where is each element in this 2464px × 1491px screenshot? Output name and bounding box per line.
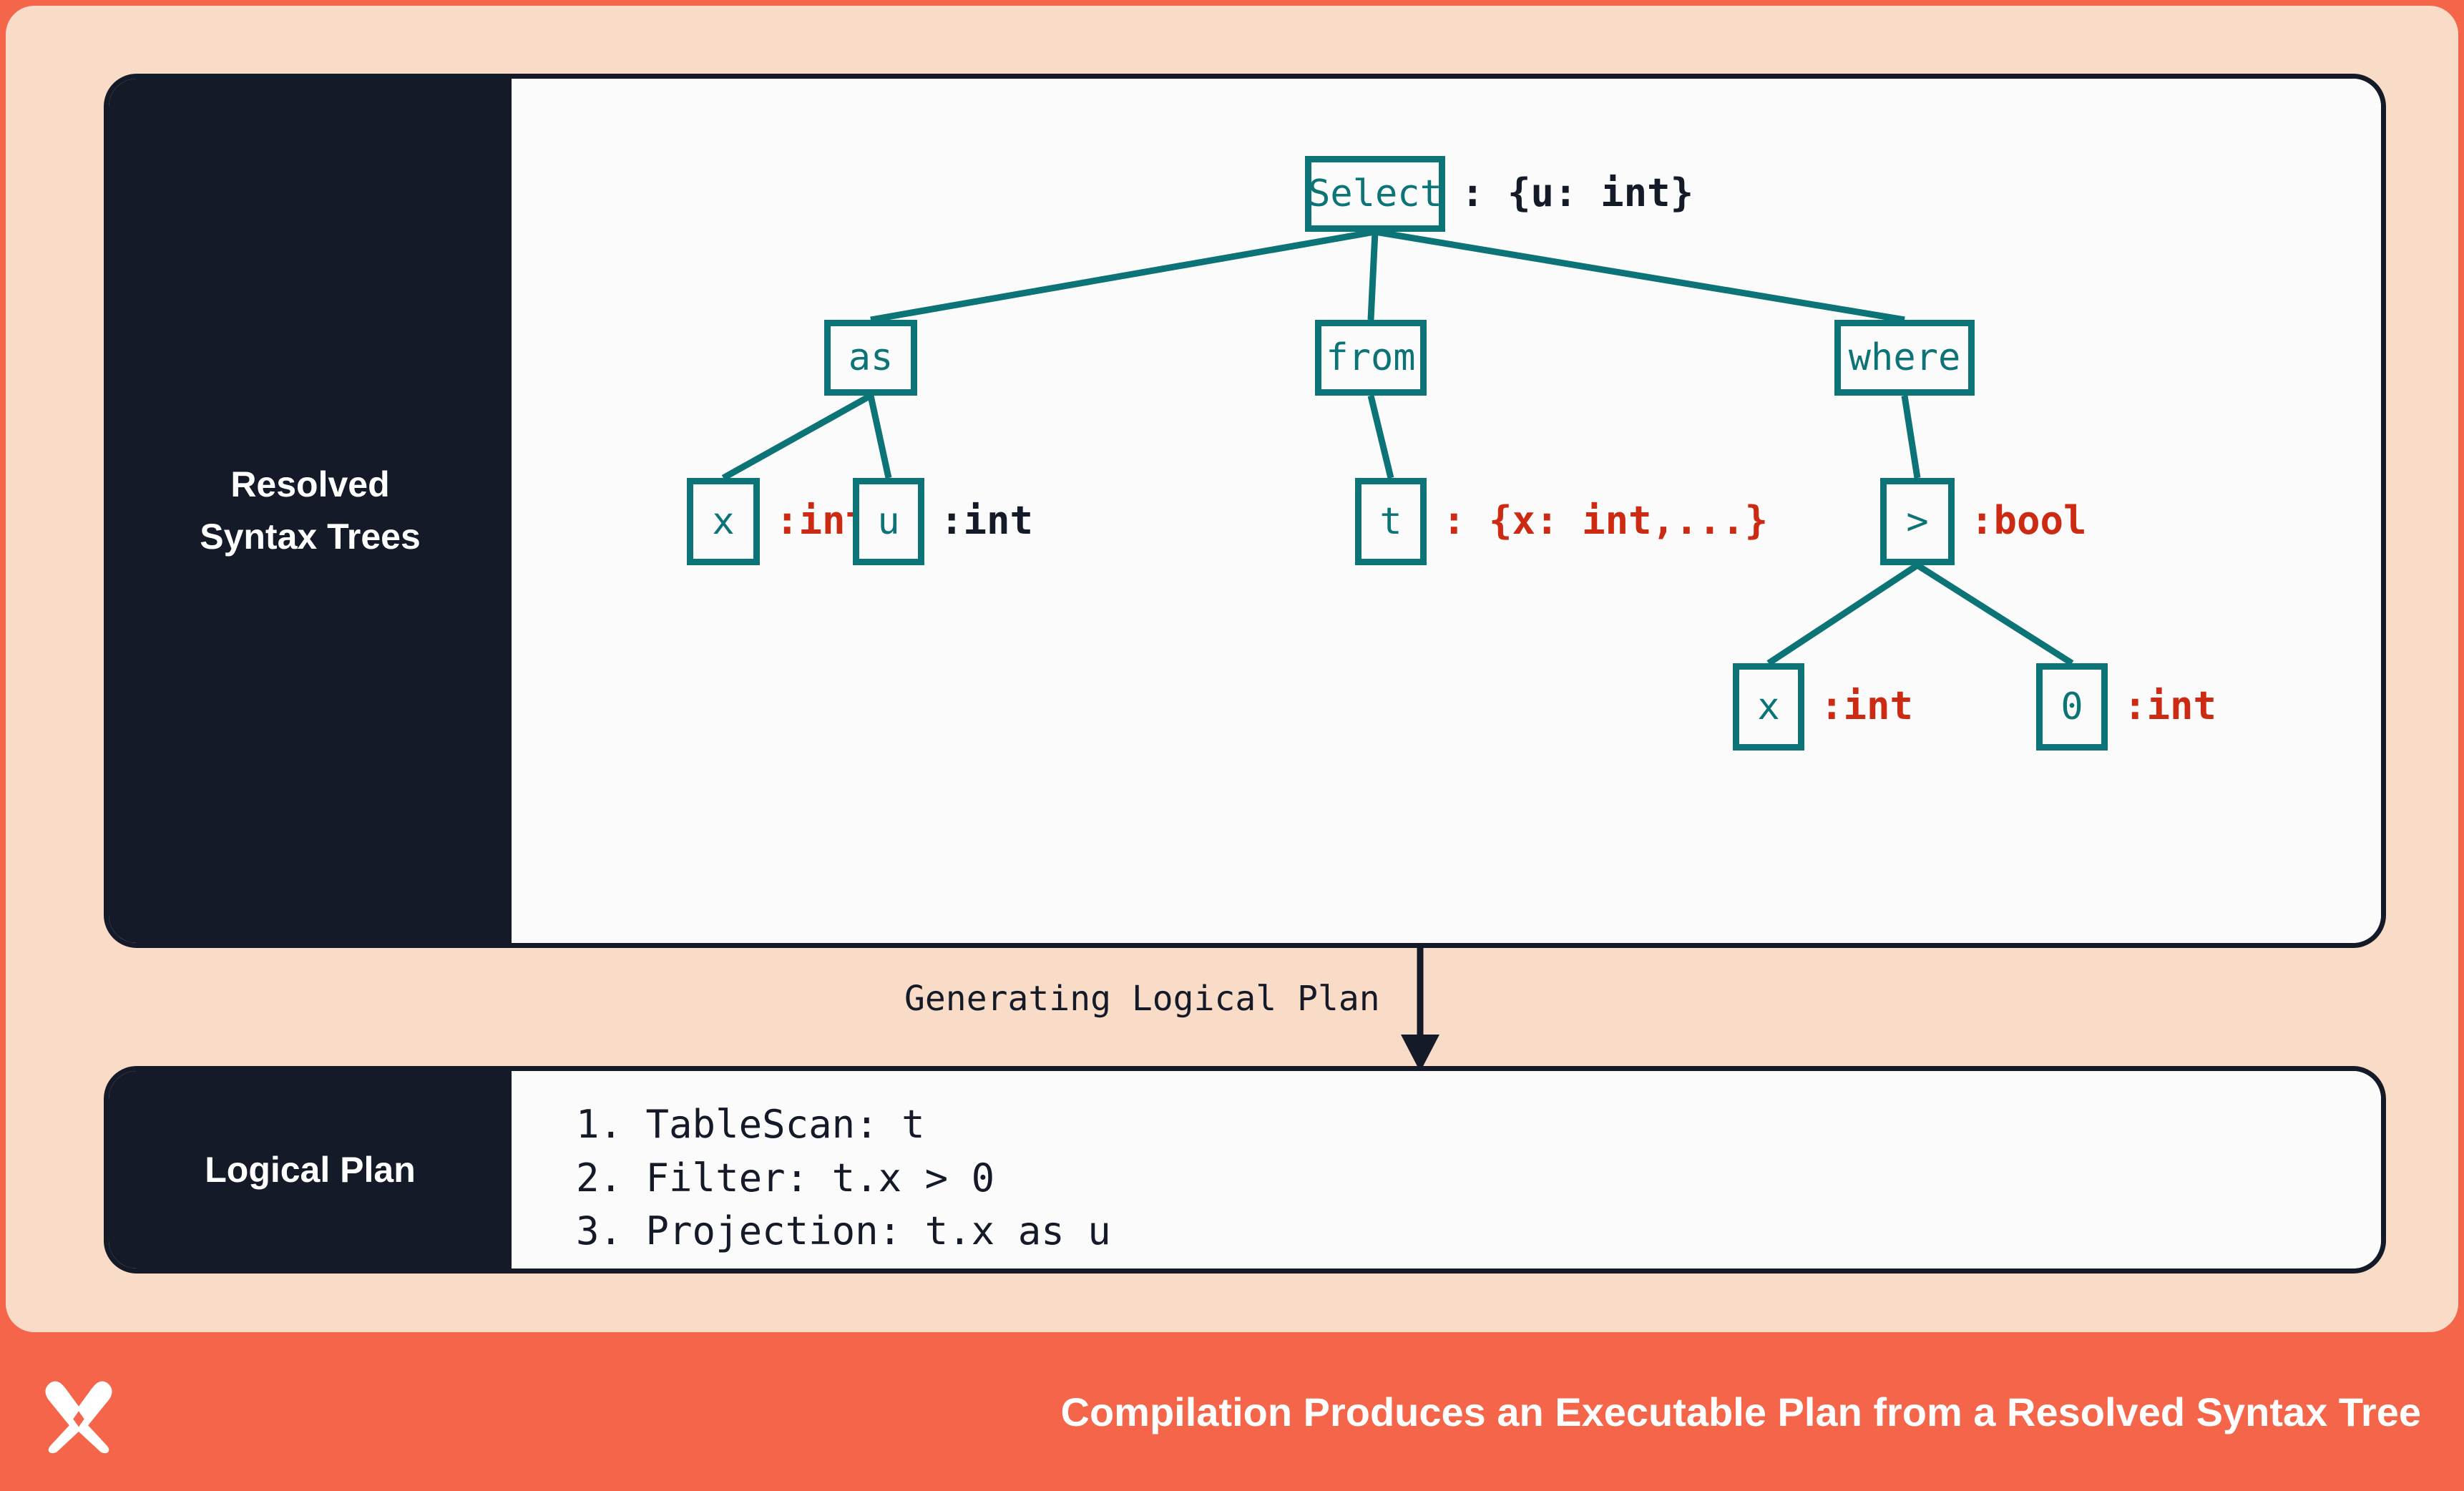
logical-plan-step: 2. Filter: t.x > 0 [576, 1155, 995, 1201]
footer-bar: Compilation Produces an Executable Plan … [0, 1332, 2464, 1491]
logical-plan-steps: 1. TableScan: t 2. Filter: t.x > 0 3. Proj… [576, 1098, 1111, 1258]
tree-node-label: x [712, 500, 735, 543]
resolved-syntax-trees-label: Resolved Syntax Trees [109, 79, 512, 943]
tree-node-from-t[interactable]: t [1355, 478, 1427, 565]
x-mark-logo-icon [45, 1381, 112, 1454]
tree-node-select[interactable]: Select [1305, 156, 1445, 232]
logical-plan-label: Logical Plan [109, 1071, 512, 1268]
tree-node-type-annotation: :bool [1970, 498, 2087, 543]
tree-edge-gt-to-gt-x [1766, 562, 1920, 666]
tree-node-label: u [877, 500, 900, 543]
tree-node-type-annotation: :int [1820, 683, 1914, 728]
tree-edge-where-to-gt [1901, 395, 1921, 479]
tree-edge-select-to-from [1367, 231, 1379, 321]
syntax-tree: Select : {u: int} as from where x :int u :int t : … [512, 79, 2381, 943]
resolved-syntax-trees-panel: Resolved Syntax Trees Select : {u: int} as… [104, 74, 2386, 948]
tree-node-from[interactable]: from [1315, 320, 1427, 396]
tree-edge-gt-to-gt-0 [1915, 562, 2074, 666]
tree-node-label: as [848, 336, 894, 379]
tree-node-as-x[interactable]: x [687, 478, 760, 565]
tree-node-label: where [1848, 336, 1961, 379]
syntax-tree-canvas: Select : {u: int} as from where x :int u :int t : … [512, 79, 2381, 943]
tree-edges [721, 228, 2074, 666]
tree-edge-as-to-as-u [867, 395, 892, 479]
tree-node-type-annotation: : {u: int} [1461, 170, 1694, 215]
tree-node-as-u[interactable]: u [853, 478, 924, 565]
tree-node-label: from [1326, 336, 1416, 379]
tree-node-label: > [1906, 500, 1929, 543]
tree-node-gt-0[interactable]: 0 [2036, 663, 2108, 751]
tree-node-type-annotation: :int [940, 498, 1034, 543]
tree-edge-select-to-as [870, 228, 1376, 323]
tree-node-label: t [1379, 500, 1402, 543]
tree-edge-select-to-where [1374, 228, 1905, 323]
logical-plan-step: 1. TableScan: t [576, 1102, 925, 1147]
tree-edge-from-to-from-t [1367, 394, 1394, 479]
down-arrow-icon [1401, 944, 1439, 1072]
tree-node-gt-x[interactable]: x [1733, 663, 1804, 751]
footer-title: Compilation Produces an Executable Plan … [1060, 1389, 2421, 1434]
panel-label-line-2: Syntax Trees [200, 517, 421, 557]
tree-node-gt[interactable]: > [1880, 478, 1955, 565]
tree-node-type-annotation: : {x: int,...} [1442, 498, 1769, 543]
tree-node-label: 0 [2060, 685, 2083, 728]
flow-caption: Generating Logical Plan [904, 979, 1380, 1019]
logical-plan-panel: Logical Plan 1. TableScan: t 2. Filter: t… [104, 1066, 2386, 1274]
tree-node-as[interactable]: as [824, 320, 917, 396]
tree-node-where[interactable]: where [1834, 320, 1975, 396]
tree-node-label: Select [1308, 172, 1442, 215]
panel-label-line-1: Resolved [230, 464, 390, 504]
tree-node-label: x [1757, 685, 1780, 728]
logical-plan-step: 3. Projection: t.x as u [576, 1208, 1111, 1254]
tree-node-type-annotation: :int [2123, 683, 2217, 728]
logical-plan-body: 1. TableScan: t 2. Filter: t.x > 0 3. Proj… [512, 1071, 2381, 1268]
tree-edge-as-to-as-x [721, 393, 873, 481]
